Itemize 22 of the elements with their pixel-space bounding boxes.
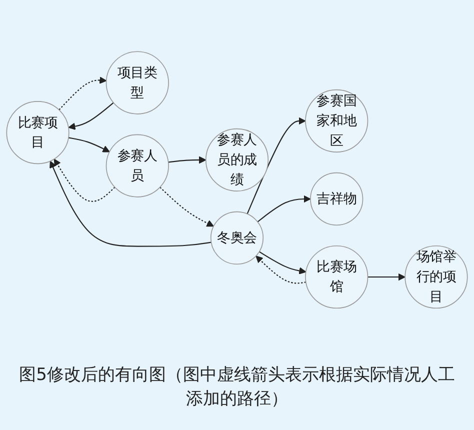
- arrow: [68, 102, 114, 130]
- node-circle: 比赛项目: [6, 101, 70, 164]
- caption: 图5修改后的有向图（图中虚线箭头表示根据实际情况人工添加的路径）: [18, 364, 456, 411]
- node-circle: 参赛人员的成绩: [205, 128, 269, 192]
- arrow: [68, 137, 110, 152]
- arrow: [257, 195, 311, 222]
- arrow: [58, 76, 107, 110]
- arrow: [258, 251, 306, 275]
- arrow: [368, 273, 406, 281]
- arrow: [54, 158, 116, 202]
- node-circle: 比赛场馆: [305, 246, 368, 309]
- node-circle: 场馆举行的项目: [404, 246, 468, 309]
- node-circle: 参赛国家和地区: [305, 90, 368, 153]
- node-circle: 冬奥会: [210, 212, 264, 265]
- node-circle: 吉祥物: [310, 172, 364, 226]
- arrow: [50, 160, 212, 247]
- arrow: [168, 156, 206, 164]
- arrow: [246, 117, 306, 214]
- node-circle: 参赛人员: [106, 134, 169, 198]
- arrow: [256, 256, 306, 284]
- node-circle: 项目类型: [106, 51, 169, 114]
- arrow: [160, 186, 214, 227]
